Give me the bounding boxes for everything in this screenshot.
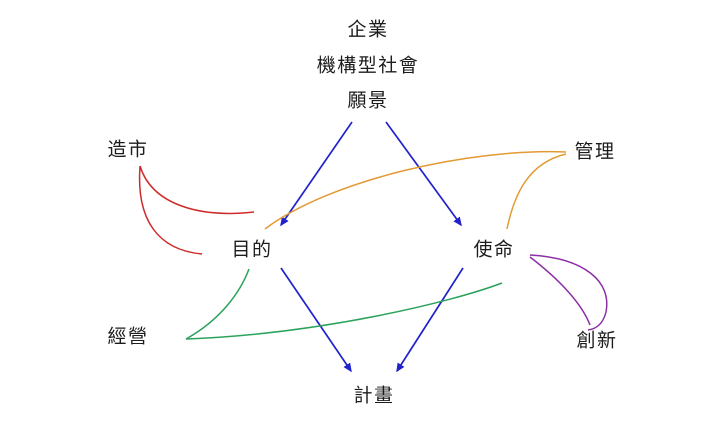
- node-market-making: 造市: [107, 139, 149, 161]
- node-mission: 使命: [473, 239, 515, 261]
- node-operation: 經營: [107, 326, 149, 348]
- node-innovation: 創新: [576, 330, 618, 352]
- link-management-to-mission: [506, 153, 567, 230]
- link-operation-to-mission: [185, 282, 503, 340]
- node-vision: 願景: [347, 90, 389, 112]
- link-mission-to-innovation-inner: [529, 256, 591, 326]
- arrow-mission-to-plan: [396, 267, 464, 373]
- node-enterprise: 企業: [347, 19, 389, 41]
- link-market-to-purpose-inner: [138, 165, 203, 255]
- node-management: 管理: [574, 141, 616, 163]
- node-plan: 計畫: [353, 385, 395, 407]
- link-market-to-purpose-outer: [139, 165, 255, 215]
- node-purpose: 目的: [231, 239, 273, 261]
- arrow-vision-to-purpose: [280, 121, 353, 227]
- link-management-to-purpose: [264, 150, 567, 230]
- arrow-purpose-to-plan: [280, 267, 352, 373]
- link-operation-to-purpose: [185, 268, 250, 340]
- link-mission-to-innovation-outer: [529, 254, 608, 331]
- node-institutional-society: 機構型社會: [316, 55, 420, 77]
- arrow-vision-to-mission: [385, 121, 462, 227]
